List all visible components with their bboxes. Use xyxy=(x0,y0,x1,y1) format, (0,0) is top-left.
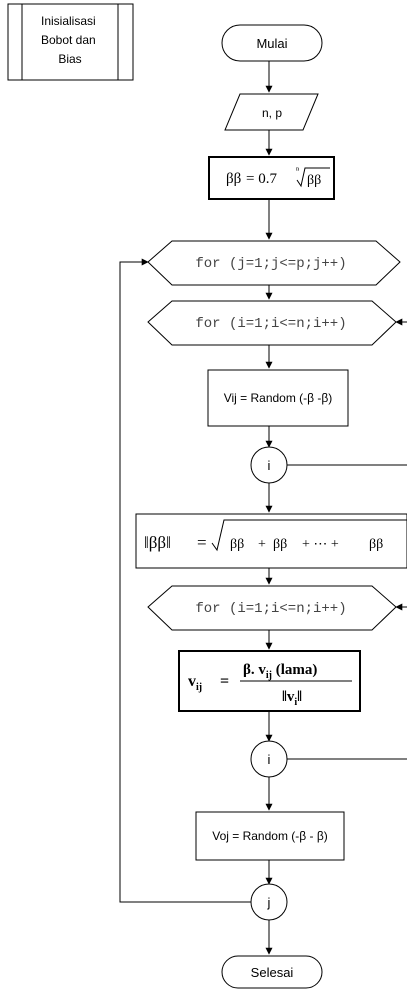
loop-back-connectors xyxy=(119,258,407,903)
loop-j-hexagon: for (j=1;j<=p;j++) xyxy=(147,240,401,286)
connector-i2-label: i xyxy=(268,752,271,767)
norm-lhs: ‖ββ‖ xyxy=(144,533,171,552)
update-den-tail: ‖ xyxy=(297,689,302,705)
norm-formula-box: ‖ββ‖ = ββ + ββ + ⋯ + ββ xyxy=(135,513,407,569)
norm-term3: ββ xyxy=(369,537,383,552)
connector-i1: i xyxy=(250,446,288,484)
subprocess-title-line1: Inisialisasi xyxy=(41,14,96,28)
norm-term2: ββ xyxy=(273,537,287,552)
end-label: Selesai xyxy=(251,965,294,980)
update-formula-box: vij = β. vij (lama) ‖vi‖ xyxy=(178,650,361,712)
vij-random-label: Vij = Random (-β -β) xyxy=(224,391,333,405)
beta-equals: = 0.7 xyxy=(246,171,277,187)
loop-i1-label: for (i=1;i<=n;i++) xyxy=(195,316,346,332)
loop-i2-hexagon: for (i=1;i<=n;i++) xyxy=(147,585,397,631)
subprocess-title-line2: Bobot dan xyxy=(41,33,96,47)
update-denominator: ‖v xyxy=(282,689,295,705)
beta-root-index: ⁿ xyxy=(296,165,299,176)
update-den-sub: i xyxy=(294,697,297,708)
update-num-sub: ij xyxy=(266,670,272,681)
update-lhs: v xyxy=(188,673,196,690)
input-parallelogram: n, p xyxy=(224,93,319,131)
connector-i1-label: i xyxy=(268,458,271,473)
voj-random-label: Voj = Random (-β - β) xyxy=(212,829,328,843)
beta-lhs: ββ xyxy=(226,171,241,187)
loop-j-label: for (j=1;j<=p;j++) xyxy=(195,256,346,272)
start-terminator: Mulai xyxy=(221,24,323,62)
update-numerator: β. v xyxy=(243,662,266,678)
voj-random-box: Voj = Random (-β - β) xyxy=(195,811,345,861)
input-label: n, p xyxy=(262,106,282,120)
beta-radicand: ββ xyxy=(307,173,321,188)
svg-text:Inisialisasi Bobot dan: Inisialisasi Bobot dan Bias xyxy=(41,14,99,66)
norm-plus: + xyxy=(258,537,266,552)
vij-random-box: Vij = Random (-β -β) xyxy=(207,369,349,427)
subprocess-title-line3: Bias xyxy=(58,52,81,66)
connector-j-label: j xyxy=(267,895,271,910)
norm-radical-sign xyxy=(211,519,407,552)
norm-equals: = xyxy=(197,533,207,552)
norm-dots: + ⋯ + xyxy=(302,537,339,552)
svg-text:‖vi‖: ‖vi‖ xyxy=(282,689,302,708)
beta-formula-box: ββ = 0.7 ⁿ ββ xyxy=(208,156,335,200)
svg-text:vij: vij xyxy=(188,673,202,693)
update-lhs-sub: ij xyxy=(196,682,202,693)
connector-i2: i xyxy=(250,740,288,778)
norm-term1: ββ xyxy=(230,537,244,552)
start-label: Mulai xyxy=(256,36,287,51)
loop-i1-hexagon: for (i=1;i<=n;i++) xyxy=(147,300,397,346)
loop-i2-label: for (i=1;i<=n;i++) xyxy=(195,601,346,617)
update-equals: = xyxy=(220,673,229,690)
connector-j: j xyxy=(250,883,288,921)
update-num-tail: (lama) xyxy=(272,662,317,678)
beta-radical-sign xyxy=(296,167,330,188)
subprocess-box: Inisialisasi Bobot dan Bias xyxy=(7,3,134,81)
end-terminator: Selesai xyxy=(221,955,323,989)
svg-text:β. vij (lama): β. vij (lama) xyxy=(243,662,317,681)
